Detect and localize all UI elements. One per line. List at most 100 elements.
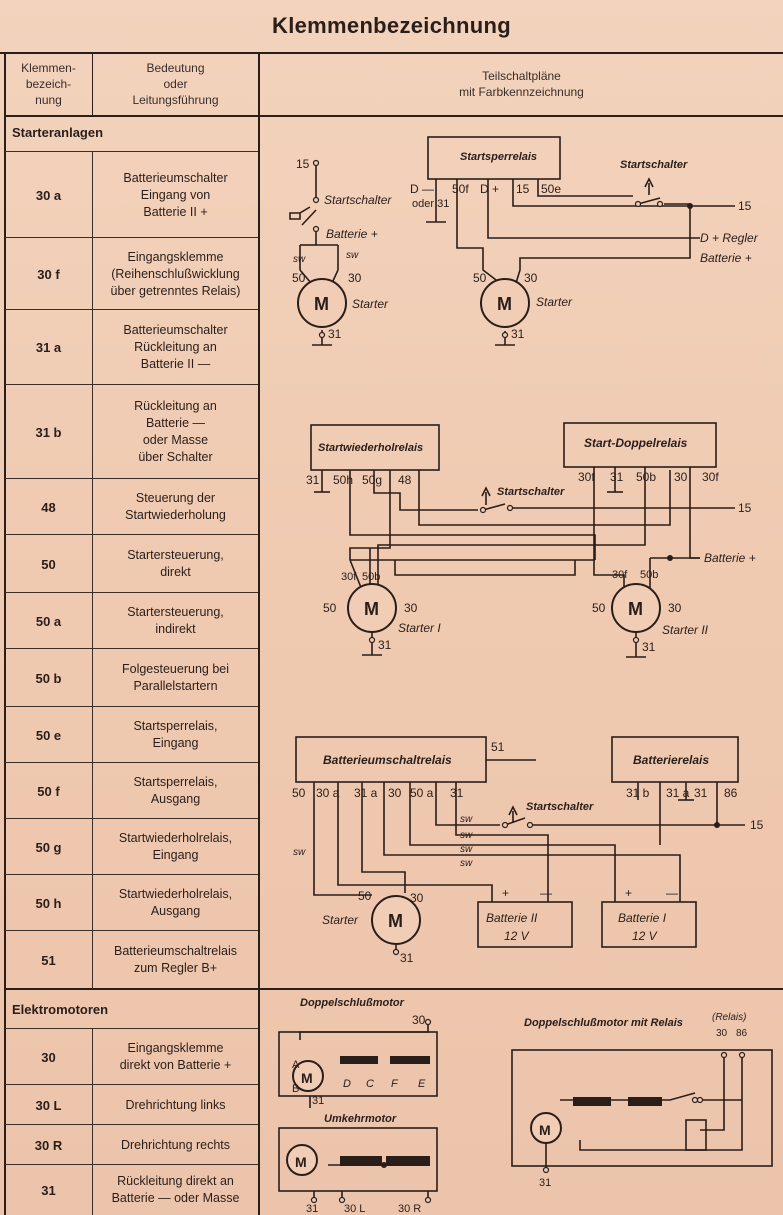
label-d: D: [343, 1078, 351, 1090]
description-line: Drehrichtung links: [125, 1097, 226, 1112]
label-oder-31: oder 31: [412, 198, 449, 210]
label-sw: sw: [460, 830, 473, 841]
label-starter: Starter: [322, 913, 359, 927]
description-line: Batterie — oder Masse: [111, 1191, 240, 1205]
terminal-code: 50 f: [5, 763, 93, 819]
table-row: 50 Startersteuerung, direkt: [5, 534, 258, 593]
terminal-description: Drehrichtung links: [93, 1085, 258, 1125]
terminal-code: 50 h: [5, 875, 93, 931]
label-start-doppelrelais: Start-Doppelrelais: [584, 436, 688, 450]
description-line: Eingang von: [140, 187, 211, 202]
label-30f: 30f: [612, 569, 628, 581]
terminal-description: Startwiederholrelais,Ausgang: [93, 875, 258, 931]
terminal-description: Startersteuerung, direkt: [93, 535, 258, 593]
frame-left: [4, 52, 6, 1215]
label-doppelschluss-relais: Doppelschlußmotor mit Relais: [524, 1017, 683, 1029]
description-line: zum Regler B+: [133, 961, 218, 975]
description-line: Startwiederholung: [125, 508, 226, 522]
description-line: Startersteuerung,: [127, 548, 224, 562]
label-30: 30: [404, 601, 418, 615]
label-30l: 30 L: [344, 1203, 365, 1215]
label-30: 30: [716, 1028, 728, 1039]
header-code-line: nung: [35, 93, 62, 107]
label-sw: sw: [460, 844, 473, 855]
label-30f: 30f: [341, 571, 357, 583]
label-50b: 50b: [636, 470, 656, 484]
terminal-description: Startwiederholrelais,Eingang: [93, 819, 258, 875]
description-line: Eingangsklemme: [127, 249, 224, 264]
description-line: direkt: [160, 565, 191, 579]
terminal-description: Batterieumschaltrelais zum Regler B+: [93, 931, 258, 989]
table-row: 51 Batterieumschaltrelais zum Regler B+: [5, 930, 258, 989]
label-50: 50: [592, 601, 606, 615]
label-f: F: [391, 1078, 399, 1090]
label-d-minus: D —: [410, 182, 434, 196]
label-startschalter: Startschalter: [526, 801, 594, 813]
terminal-code: 51: [5, 931, 93, 989]
description-line: über Schalter: [138, 450, 213, 464]
label-plus: +: [625, 886, 632, 900]
header-code: Klemmen-bezeich-nung: [5, 52, 92, 116]
label-31: 31: [610, 470, 624, 484]
label-batterie-plus: Batterie +: [704, 551, 756, 565]
description-line: Batterieumschaltrelais: [114, 944, 237, 958]
label-startschalter: Startschalter: [620, 159, 688, 171]
label-48: 48: [398, 473, 412, 487]
label-minus: —: [540, 886, 552, 900]
description-line: Rückleitung an: [134, 399, 217, 413]
header-meaning-line: Leitungsführung: [132, 93, 219, 107]
terminal-description: Drehrichtung rechts: [93, 1125, 258, 1165]
label-50b: 50b: [362, 571, 380, 583]
label-31: 31: [328, 327, 342, 341]
terminal-code: 50 b: [5, 649, 93, 707]
label-50: 50: [292, 271, 306, 285]
terminal-code: 30: [5, 1029, 93, 1085]
wires: [278, 136, 773, 1200]
label-50a: 50 a: [410, 786, 434, 800]
label-50e: 50e: [541, 182, 561, 196]
terminal-description: Startersteuerung,indirekt: [93, 593, 258, 649]
description-line: Eingangsklemme: [127, 1041, 224, 1055]
motor-label: M: [628, 599, 643, 619]
label-31: 31: [511, 327, 525, 341]
label-31: 31: [378, 638, 392, 652]
description-line: oder Masse: [142, 433, 209, 447]
label-sw: sw: [293, 847, 306, 858]
description-line: Batterie II +: [143, 204, 208, 219]
label-15: 15: [738, 501, 752, 515]
description-line: Ausgang: [150, 792, 201, 806]
terminal-code: 30 f: [5, 238, 93, 310]
description-line: Startwiederholrelais,: [118, 831, 233, 845]
description-line: Parallelstartern: [133, 679, 218, 693]
description-line: Batterie II —: [140, 357, 211, 371]
motor-label: M: [295, 1154, 307, 1170]
motor-symbols: [286, 278, 661, 1176]
terminal-code: 30 R: [5, 1125, 93, 1165]
label-12v: 12 V: [632, 929, 658, 943]
header-code-line: bezeich-: [25, 77, 72, 91]
label-sw: sw: [346, 250, 359, 261]
terminal-code: 50 a: [5, 593, 93, 649]
terminal-code: 30 L: [5, 1085, 93, 1125]
frame-col-divider: [258, 52, 260, 1215]
table-row: 30 L Drehrichtung links: [5, 1084, 258, 1125]
terminal-code: 50: [5, 535, 93, 593]
label-86: 86: [736, 1028, 748, 1039]
label-15: 15: [516, 182, 530, 196]
label-starter-1: Starter I: [398, 621, 441, 635]
label-batterie-2: Batterie II: [486, 911, 538, 925]
label-startschalter: Startschalter: [497, 486, 565, 498]
header-diagrams-line: mit Farbkennzeichnung: [459, 85, 584, 99]
section-title-starter: Starteranlagen: [12, 125, 104, 140]
label-15: 15: [738, 199, 752, 213]
label-31: 31: [642, 640, 656, 654]
